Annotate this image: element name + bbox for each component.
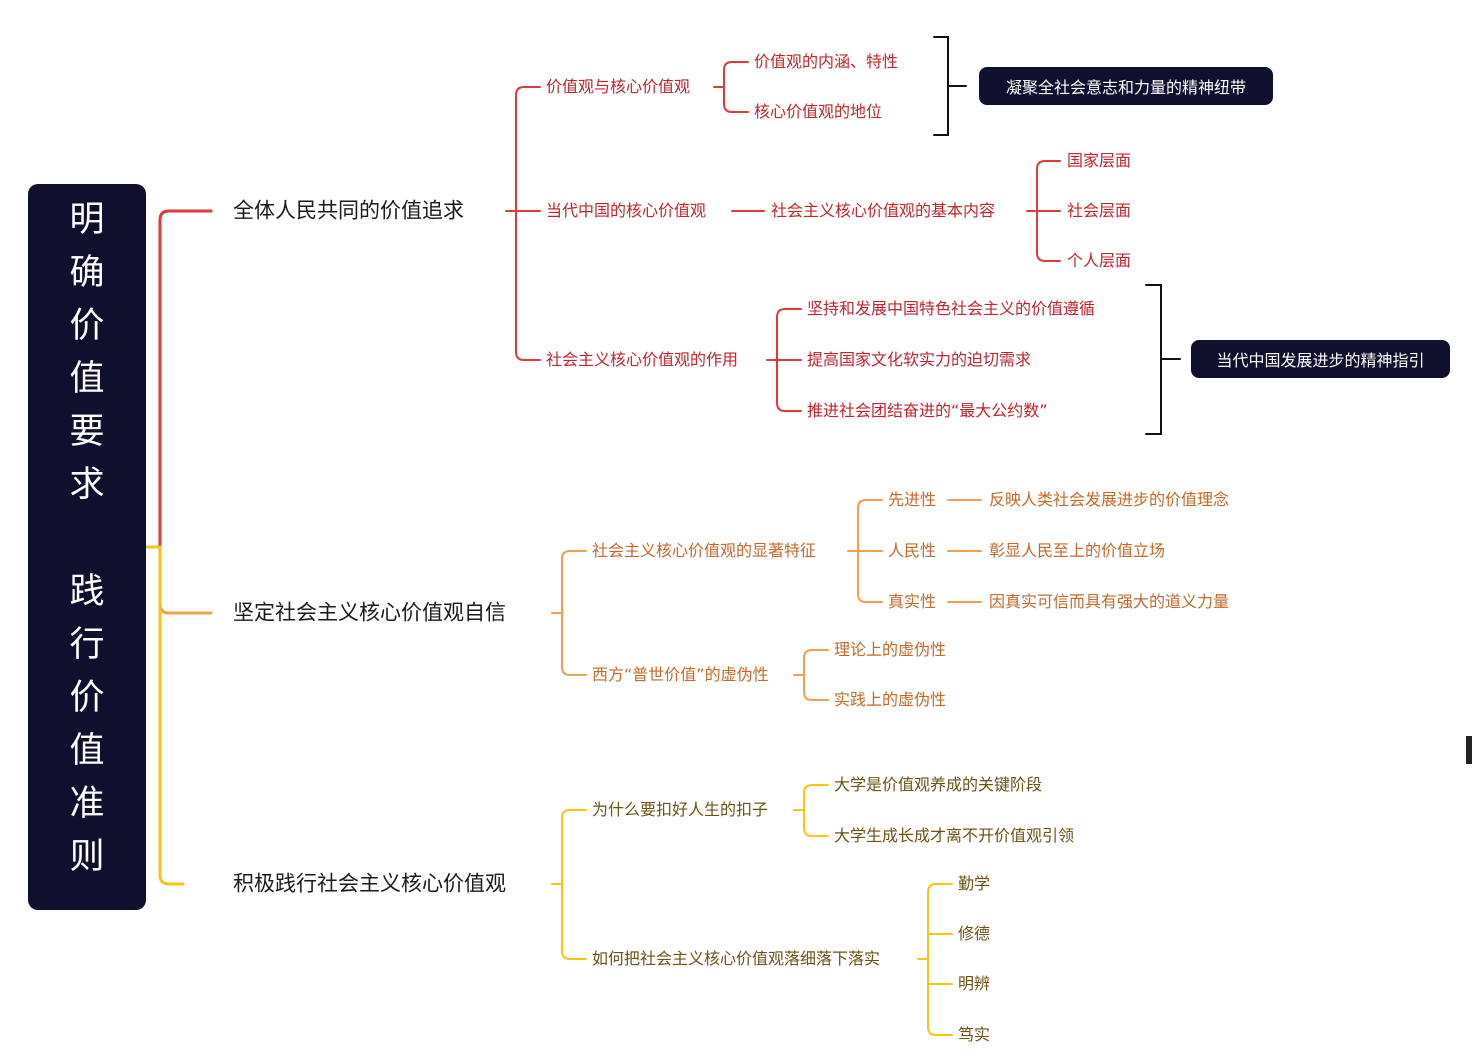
node-2-fork-link-2 <box>1036 210 1061 262</box>
leaf-key-stage: 大学是价值观养成的关键阶段 <box>834 775 1043 794</box>
node-why-fork-link-1 <box>803 809 829 837</box>
node-2-fork-link-0 <box>1036 160 1061 212</box>
leaf-connotation: 价值观的内涵、特性 <box>754 52 899 71</box>
node-features-fork-link-0 <box>857 499 883 552</box>
leaf-status: 核心价值观的地位 <box>754 102 883 121</box>
branch-3-label: 积极践行社会主义核心价值观 <box>233 871 506 896</box>
leaf-true: 真实性 <box>888 592 937 611</box>
branch-2-fork-link-1 <box>561 612 587 676</box>
bracket-1 <box>933 36 949 136</box>
branch-1-label: 全体人民共同的价值追求 <box>233 198 464 223</box>
node-how-fork-link-3 <box>927 958 953 1036</box>
leaf-guidance: 大学生成长成才离不开价值观引领 <box>834 826 1075 845</box>
node-1-fork-link-0 <box>723 61 749 88</box>
detail-true: 因真实可信而具有强大的道义力量 <box>989 592 1230 611</box>
node-3-fork-link-0 <box>776 308 802 361</box>
detail-people: 彰显人民至上的价值立场 <box>989 541 1166 560</box>
branch-2-fork-link-0 <box>561 550 587 614</box>
branch-3-fork-link-0 <box>561 809 587 885</box>
root-link-branch-2 <box>158 545 213 615</box>
node-western-fork-link-1 <box>803 674 829 701</box>
edge-handle <box>1466 736 1472 764</box>
root-node: 明 确 价 值 要 求 践 行 价 值 准 则 <box>28 184 146 910</box>
leaf-advanced: 先进性 <box>888 490 937 509</box>
leaf-value-guide: 坚持和发展中国特色社会主义的价值遵循 <box>807 299 1096 318</box>
root-char: 则 <box>69 837 105 877</box>
branch-1-fork-link-0 <box>515 86 541 212</box>
node-western-fork-link-0 <box>803 649 829 676</box>
leaf-soft-power: 提高国家文化软实力的迫切需求 <box>807 350 1032 369</box>
root-char: 准 <box>69 784 105 824</box>
node-basic-content: 社会主义核心价值观的基本内容 <box>771 201 996 220</box>
node-how-implement: 如何把社会主义核心价值观落细落下落实 <box>592 949 881 968</box>
node-1-fork-link-1 <box>723 86 749 113</box>
root-char: 求 <box>69 465 105 505</box>
root-char: 价 <box>69 678 105 718</box>
root-link-branch-3 <box>158 545 185 886</box>
leaf-study: 勤学 <box>958 874 991 893</box>
leaf-theory: 理论上的虚伪性 <box>834 640 947 659</box>
root-char: 价 <box>69 306 105 346</box>
leaf-discern: 明辨 <box>958 974 991 993</box>
node-how-fork-link-0 <box>927 883 953 960</box>
root-char: 践 <box>69 572 105 612</box>
node-features-fork-link-2 <box>857 550 883 603</box>
node-features: 社会主义核心价值观的显著特征 <box>592 541 817 560</box>
node-values-and-core-values: 价值观与核心价值观 <box>546 77 691 96</box>
leaf-practice: 实践上的虚伪性 <box>834 690 947 709</box>
root-char: 值 <box>69 731 105 771</box>
root-link-branch-1 <box>158 209 213 549</box>
node-3-fork-link-2 <box>776 359 802 412</box>
leaf-people: 人民性 <box>888 541 937 560</box>
leaf-practical: 笃实 <box>958 1025 991 1044</box>
node-role: 社会主义核心价值观的作用 <box>546 350 739 369</box>
branch-2-label: 坚定社会主义核心价值观自信 <box>233 600 506 625</box>
leaf-common-divisor: 推进社会团结奋进的“最大公约数” <box>807 401 1048 420</box>
root-char: 确 <box>69 253 105 293</box>
root-char: 行 <box>69 625 105 665</box>
node-why-buttons: 为什么要扣好人生的扣子 <box>592 800 769 819</box>
branch-3-fork-link-1 <box>561 883 587 960</box>
leaf-national-level: 国家层面 <box>1067 151 1132 170</box>
node-why-fork-link-0 <box>803 784 829 811</box>
branch-1-fork-link-2 <box>515 210 541 361</box>
node-contemporary-core-values: 当代中国的核心价值观 <box>546 201 707 220</box>
leaf-individual-level: 个人层面 <box>1067 251 1132 270</box>
root-char: 值 <box>69 359 105 399</box>
summary-bond: 凝聚全社会意志和力量的精神纽带 <box>979 67 1273 105</box>
bracket-2 <box>1145 284 1162 435</box>
leaf-social-level: 社会层面 <box>1067 201 1132 220</box>
root-char: 要 <box>69 412 105 452</box>
leaf-virtue: 修德 <box>958 924 991 943</box>
summary-guide: 当代中国发展进步的精神指引 <box>1191 340 1450 378</box>
detail-advanced: 反映人类社会发展进步的价值理念 <box>989 490 1230 509</box>
root-char: 明 <box>69 200 105 240</box>
node-western-values: 西方“普世价值”的虚伪性 <box>592 665 769 684</box>
